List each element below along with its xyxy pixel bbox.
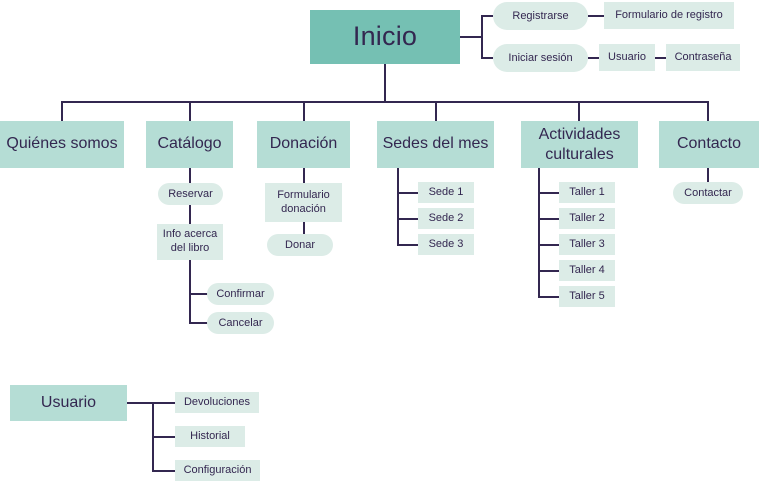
node-sede-2[interactable]: Sede 2 [418,208,474,229]
connector-usuario-devoluciones [152,402,176,404]
connector-usuario-bus-entry [127,402,153,404]
node-contactar-label: Contactar [684,186,732,199]
node-cancelar-label: Cancelar [218,316,263,329]
node-actividades-culturales[interactable]: Actividades culturales [521,121,638,168]
connector-info-cancelar [189,322,209,324]
node-taller-1-label: Taller 1 [569,186,605,199]
connector-inicio-down [384,64,386,102]
connector-auth-bus [481,16,483,58]
connector-contacto-contactar [707,168,709,182]
node-info-libro[interactable]: Info acerca del libro [157,224,223,260]
node-contactar[interactable]: Contactar [673,182,743,204]
node-inicio-label: Inicio [352,21,418,52]
connector-auth-register [481,15,493,17]
connector-taller-2 [538,218,559,220]
connector-sedes-item-2 [397,218,418,220]
node-catalogo[interactable]: Catálogo [146,121,233,168]
node-historial-label: Historial [190,430,230,443]
connector-info-confirmar [189,293,209,295]
node-sedes-del-mes-label: Sedes del mes [382,135,489,153]
node-registrarse[interactable]: Registrarse [493,2,588,30]
node-info-libro-label: Info acerca del libro [162,228,218,254]
node-taller-1[interactable]: Taller 1 [559,182,615,203]
node-taller-3[interactable]: Taller 3 [559,234,615,255]
node-formulario-donacion-label: Formulario donación [277,188,330,215]
node-actividades-culturales-label: Actividades culturales [538,125,621,163]
node-inicio[interactable]: Inicio [310,10,460,64]
connector-usuario-contrasena [655,57,666,59]
connector-bus-catalogo [189,101,191,121]
connector-main-bus [61,101,709,103]
connector-login-usuario [588,57,599,59]
node-taller-4[interactable]: Taller 4 [559,260,615,281]
connector-sedes-bus [397,168,399,246]
node-catalogo-label: Catálogo [157,135,222,153]
connector-taller-3 [538,244,559,246]
node-sede-3-label: Sede 3 [428,238,464,251]
node-taller-5-label: Taller 5 [569,290,605,303]
node-login-usuario[interactable]: Usuario [599,44,655,71]
node-sede-1[interactable]: Sede 1 [418,182,474,203]
node-iniciar-sesion-label: Iniciar sesión [508,51,573,64]
node-taller-2-label: Taller 2 [569,212,605,225]
node-login-usuario-label: Usuario [608,51,646,64]
connector-bus-actividades [578,101,580,121]
connector-auth-login [481,57,493,59]
node-sede-2-label: Sede 2 [428,212,464,225]
node-iniciar-sesion[interactable]: Iniciar sesión [493,44,588,72]
connector-formulario-donar [303,222,305,234]
connector-registrarse-formulario [588,15,604,17]
node-taller-2[interactable]: Taller 2 [559,208,615,229]
connector-bus-donacion [303,101,305,121]
node-reservar-label: Reservar [168,187,213,200]
connector-taller-1 [538,192,559,194]
connector-usuario-historial [152,436,176,438]
connector-catalogo-reservar [189,168,191,183]
node-formulario-registro[interactable]: Formulario de registro [604,2,734,29]
node-registrarse-label: Registrarse [512,9,569,22]
connector-talleres-bus [538,168,540,298]
node-donacion[interactable]: Donación [257,121,350,168]
connector-usuario-configuracion [152,470,176,472]
node-usuario-label: Usuario [40,393,97,411]
connector-bus-quienes [61,101,63,121]
node-contacto-label: Contacto [676,135,742,153]
node-donacion-label: Donación [269,135,338,153]
node-configuracion[interactable]: Configuración [175,460,260,481]
connector-sedes-item-1 [397,192,418,194]
node-confirmar[interactable]: Confirmar [207,283,274,305]
node-reservar[interactable]: Reservar [158,183,223,205]
node-donar[interactable]: Donar [267,234,333,256]
connector-inicio-auth [460,36,482,38]
node-donar-label: Donar [285,238,315,251]
connector-donacion-formulario [303,168,305,183]
connector-sedes-item-3 [397,244,418,246]
node-taller-4-label: Taller 4 [569,264,605,277]
node-formulario-registro-label: Formulario de registro [615,9,723,22]
connector-bus-sedes [435,101,437,121]
node-usuario[interactable]: Usuario [10,385,127,421]
node-quienes-somos[interactable]: Quiénes somos [0,121,124,168]
node-login-contrasena[interactable]: Contraseña [666,44,740,71]
node-taller-3-label: Taller 3 [569,238,605,251]
node-quienes-somos-label: Quiénes somos [6,135,118,153]
node-cancelar[interactable]: Cancelar [207,312,274,334]
node-devoluciones[interactable]: Devoluciones [175,392,259,413]
node-configuracion-label: Configuración [183,464,252,477]
node-devoluciones-label: Devoluciones [183,396,251,409]
node-historial[interactable]: Historial [175,426,245,447]
connector-bus-contacto [707,101,709,121]
connector-taller-5 [538,296,559,298]
node-confirmar-label: Confirmar [216,287,265,300]
node-sede-3[interactable]: Sede 3 [418,234,474,255]
node-sede-1-label: Sede 1 [428,186,464,199]
node-taller-5[interactable]: Taller 5 [559,286,615,307]
connector-taller-4 [538,270,559,272]
node-formulario-donacion[interactable]: Formulario donación [265,183,342,222]
connector-info-bus [189,260,191,324]
node-login-contrasena-label: Contraseña [674,51,732,64]
connector-reservar-info [189,205,191,224]
node-contacto[interactable]: Contacto [659,121,759,168]
node-sedes-del-mes[interactable]: Sedes del mes [377,121,494,168]
